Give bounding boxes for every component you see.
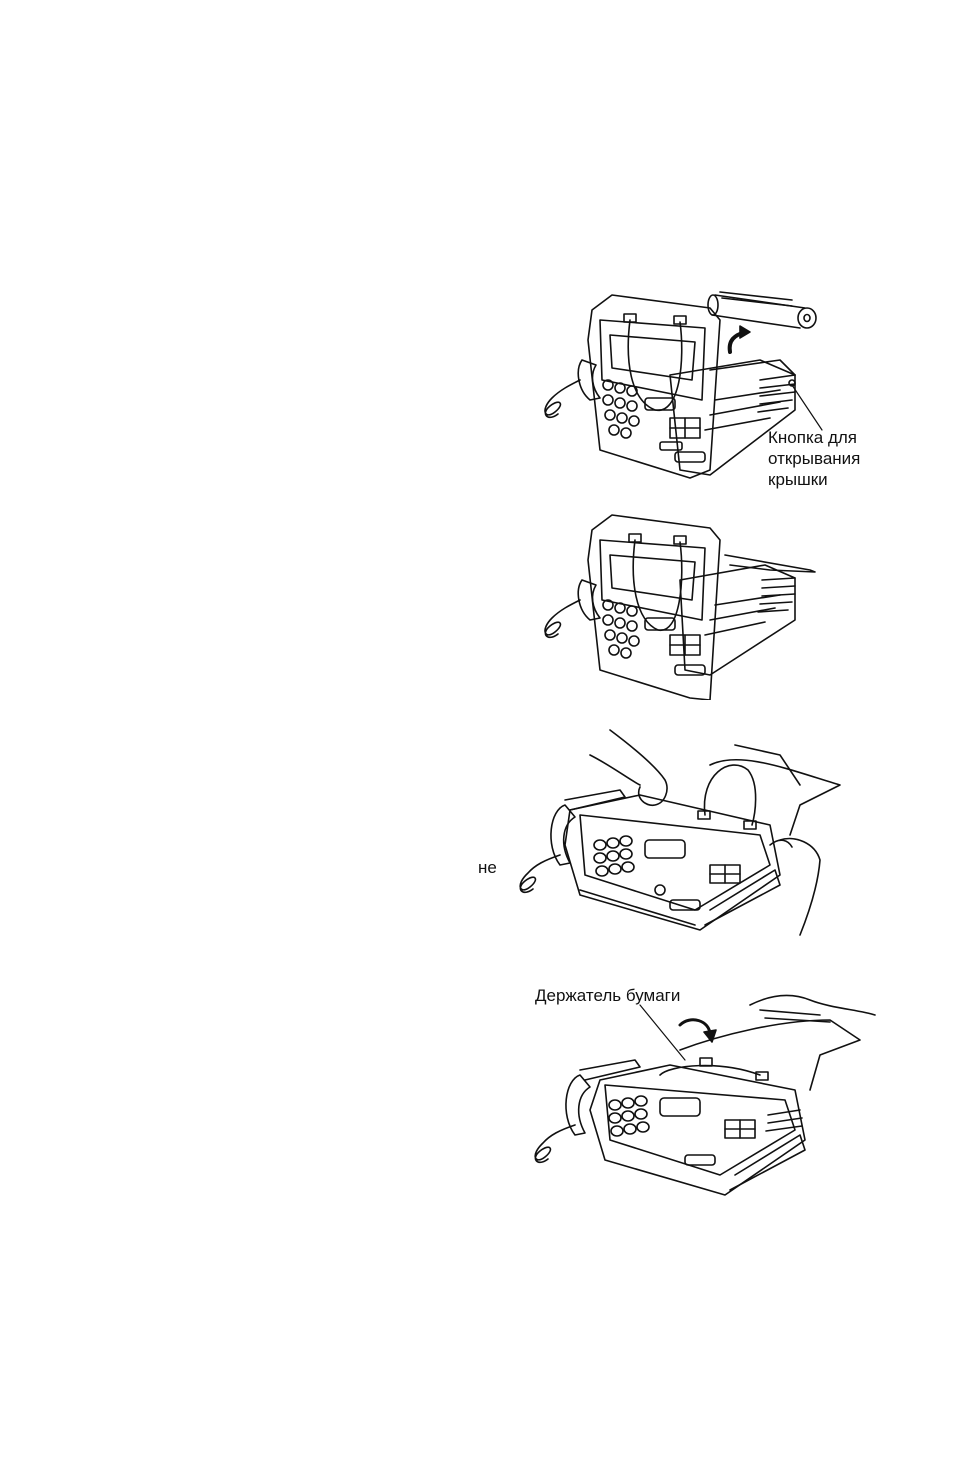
paper-sheet bbox=[710, 760, 840, 835]
coiled-cord bbox=[545, 600, 580, 637]
display bbox=[660, 1098, 700, 1116]
handset bbox=[578, 580, 600, 620]
figure-insert-paper-roll: Кнопка для открывания крышки bbox=[530, 280, 950, 500]
handset bbox=[551, 805, 575, 865]
paper-holder-label: Держатель бумаги bbox=[535, 985, 680, 1006]
coiled-cord bbox=[535, 1125, 575, 1162]
cover-button-label: Кнопка для открывания крышки bbox=[768, 427, 860, 490]
fax-front-panel bbox=[588, 295, 720, 478]
coiled-cord bbox=[545, 380, 580, 417]
display bbox=[645, 840, 685, 858]
wire-handle bbox=[633, 540, 682, 630]
figure-close-cover: не bbox=[470, 725, 870, 950]
paper-sheet bbox=[680, 1020, 860, 1090]
keypad bbox=[603, 600, 639, 658]
paper-roll bbox=[708, 292, 816, 328]
handset bbox=[578, 360, 600, 400]
left-hand bbox=[610, 730, 667, 805]
figure-paper-pulled-out bbox=[530, 510, 830, 700]
wire-handle bbox=[628, 320, 681, 410]
keypad bbox=[609, 1096, 649, 1136]
fax-body bbox=[680, 565, 795, 675]
hand bbox=[750, 995, 875, 1015]
paper-holder-leader bbox=[640, 1005, 685, 1060]
coiled-cord bbox=[520, 855, 560, 892]
keypad bbox=[603, 380, 639, 438]
figure-paper-holder: Держатель бумаги bbox=[520, 980, 890, 1205]
cover-button-leader bbox=[792, 385, 822, 430]
side-note-label: не bbox=[478, 857, 497, 878]
right-hand bbox=[780, 839, 820, 935]
handset bbox=[566, 1075, 590, 1135]
keypad bbox=[594, 836, 634, 876]
